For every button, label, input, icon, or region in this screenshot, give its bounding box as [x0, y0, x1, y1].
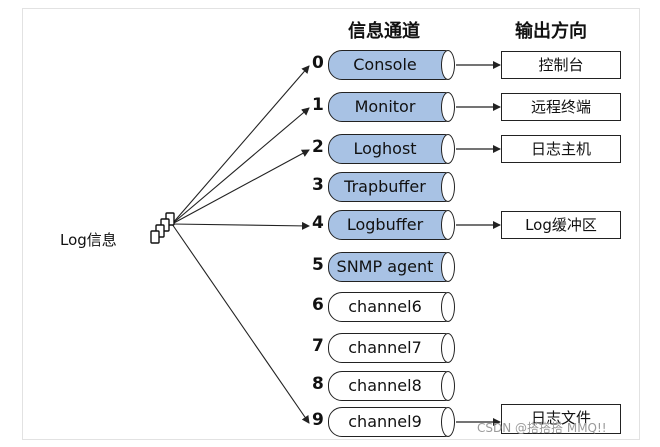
cylinder-cap — [441, 91, 455, 122]
watermark: CSDN @搭搭搭 MMQ!! — [477, 421, 607, 435]
channel-name: channel7 — [348, 338, 422, 357]
channel-number: 0 — [312, 53, 324, 73]
cylinder-cap — [441, 370, 455, 401]
outputs-header: 输出方向 — [515, 21, 587, 42]
cylinder-cap — [441, 291, 455, 322]
cylinder-cap — [441, 251, 455, 282]
channel-cylinder: Logbuffer — [328, 209, 455, 240]
channel-cylinder: SNMP agent — [328, 251, 455, 282]
cylinder-cap — [441, 133, 455, 164]
cylinder-cap — [441, 171, 455, 202]
channel-number: 9 — [312, 410, 324, 430]
channel-number: 3 — [312, 175, 324, 195]
channel-number: 2 — [312, 137, 324, 157]
channel-number: 5 — [312, 255, 324, 275]
channel-name: channel9 — [348, 412, 422, 431]
output-box: 控制台 — [501, 51, 621, 79]
output-box: 远程终端 — [501, 93, 621, 121]
cylinder-cap — [441, 49, 455, 80]
fan-arrow — [171, 149, 310, 225]
channel-name: channel8 — [348, 376, 422, 395]
channel-number: 8 — [312, 374, 324, 394]
channel-cylinder: channel6 — [328, 291, 455, 322]
source-label: Log信息 — [60, 231, 117, 249]
cylinder-cap — [441, 332, 455, 363]
channel-cylinder: channel8 — [328, 370, 455, 401]
cylinder-cap — [441, 209, 455, 240]
channel-name: channel6 — [348, 297, 422, 316]
channel-name: Logbuffer — [346, 215, 424, 234]
channel-cylinder: Monitor — [328, 91, 455, 122]
fan-arrow — [171, 223, 310, 424]
fan-arrow — [171, 221, 310, 230]
output-box: 日志文件 — [501, 404, 621, 434]
channel-name: Console — [353, 55, 417, 74]
channel-name: Loghost — [353, 139, 417, 158]
fan-arrows — [171, 65, 310, 424]
channel-cylinder: channel7 — [328, 332, 455, 363]
channel-name: Monitor — [354, 97, 416, 116]
output-box: 日志主机 — [501, 135, 621, 163]
fan-arrow — [171, 107, 310, 225]
channel-name: SNMP agent — [336, 257, 434, 276]
channel-cylinder: Console — [328, 49, 455, 80]
channels-header: 信息通道 — [348, 21, 420, 42]
output-box: Log缓冲区 — [501, 211, 621, 239]
fan-arrow — [171, 65, 310, 225]
channel-cylinder: Trapbuffer — [328, 171, 455, 202]
channel-number: 7 — [312, 336, 324, 356]
channel-number: 6 — [312, 295, 324, 315]
log-stack-icon — [150, 212, 175, 244]
channel-name: Trapbuffer — [344, 177, 426, 196]
cylinder-cap — [441, 406, 455, 437]
output-arrows — [456, 61, 501, 426]
channel-cylinder: Loghost — [328, 133, 455, 164]
channel-number: 1 — [312, 95, 324, 115]
channel-cylinder: channel9 — [328, 406, 455, 437]
channel-number: 4 — [312, 213, 324, 233]
